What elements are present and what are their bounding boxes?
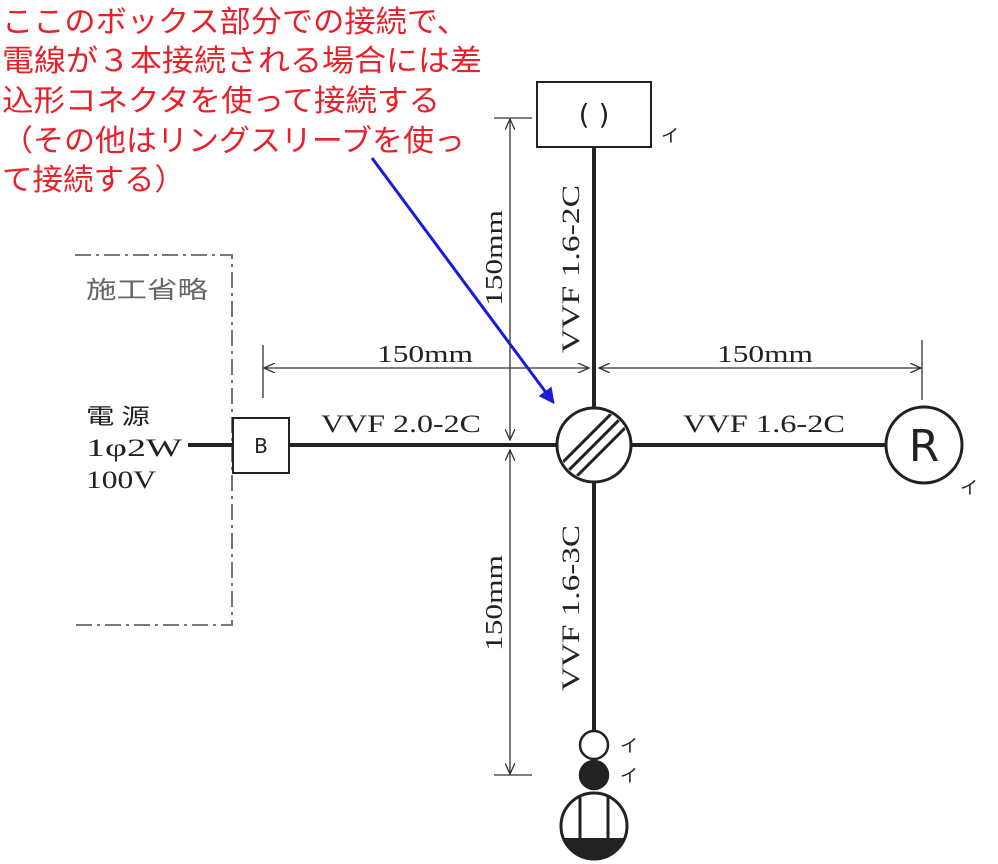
breaker-label: B	[254, 434, 268, 458]
cable-label-to-switch: VVF 1.6-3C	[558, 525, 585, 691]
dim-label-top: 150mm	[482, 210, 508, 306]
ceiling-fixture-icon	[536, 81, 652, 148]
dim-label-right: 150mm	[717, 342, 813, 368]
switch-icon	[578, 759, 610, 791]
power-source-title: 電 源	[86, 404, 150, 429]
ceiling-fixture-label: ( )	[579, 98, 610, 131]
receptacle-r: R イ	[884, 405, 978, 499]
dim-label-left: 150mm	[377, 342, 473, 368]
cable-label-main: VVF 2.0-2C	[321, 411, 481, 438]
annotation-line-5: て接続する）	[2, 163, 185, 198]
pointer-arrow	[370, 157, 555, 405]
annotation-line-4: （その他はリングスリーブを使っ	[2, 124, 465, 159]
receptacle-r-label: R	[909, 421, 940, 472]
cable-label-to-fixture: VVF 1.6-2C	[558, 185, 585, 353]
ceiling-fixture: ( ) イ	[536, 81, 679, 148]
pilot-lamp-icon	[578, 729, 610, 761]
annotation-line-1: ここのボックス部分での接続で、	[2, 5, 468, 40]
power-source: 電 源 1φ2W 100V	[86, 404, 183, 494]
receptacle-r-icon	[884, 405, 964, 485]
omitted-area-label: 施工省略	[86, 276, 208, 304]
breaker-icon	[232, 417, 290, 474]
fixture-circuit-label: イ	[661, 126, 679, 147]
annotation-line-2: 電線が３本接続される場合には差	[2, 44, 482, 79]
dimensions: 150mm 150mm 150mm 150mm	[262, 117, 923, 776]
pilot-lamp-circuit-label: イ	[620, 736, 638, 757]
switch-stack: イ イ	[559, 729, 638, 861]
switch-circuit-label: イ	[620, 766, 638, 787]
cable-label-to-receptacle: VVF 1.6-2C	[683, 411, 845, 438]
breaker: B	[232, 417, 290, 474]
annotation-note: ここのボックス部分での接続で、 電線が３本接続される場合には差 込形コネクタを使…	[2, 5, 482, 198]
power-source-phase: 1φ2W	[86, 435, 183, 462]
annotation-line-3: 込形コネクタを使って接続する	[2, 84, 440, 119]
power-source-voltage: 100V	[86, 467, 156, 494]
outlet-icon	[559, 791, 629, 861]
receptacle-circuit-label: イ	[960, 478, 978, 499]
dim-label-bottom: 150mm	[482, 555, 508, 651]
